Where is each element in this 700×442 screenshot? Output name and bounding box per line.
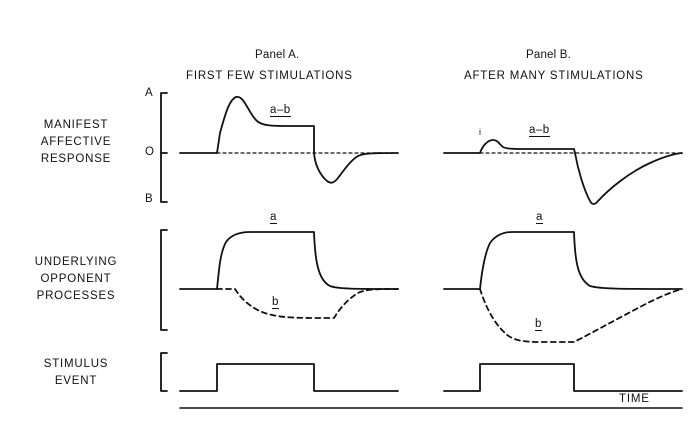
- stimulus-axis-bracket: [160, 352, 168, 392]
- panelB-process-b-curve: [479, 288, 683, 343]
- axis-label-b: B: [145, 193, 154, 205]
- panelB-title: Panel B.: [526, 49, 572, 61]
- stimulus-label-line1: STIMULUS: [43, 358, 109, 370]
- underlying-axis-bracket: [160, 229, 168, 331]
- underlying-row-label: UNDERLYING OPPONENT PROCESSES: [16, 254, 136, 305]
- panelB-process-a-curve: [443, 231, 683, 290]
- underlying-label-line3: PROCESSES: [36, 290, 116, 302]
- panelA-a-label: a: [270, 211, 277, 224]
- panelA-heading: FIRST FEW STIMULATIONS: [186, 70, 353, 82]
- axis-label-zero: O: [145, 146, 155, 158]
- panelB-heading: AFTER MANY STIMULATIONS: [464, 70, 644, 82]
- panelB-b-label: b: [535, 318, 542, 331]
- panelB-stimulus-pulse: [443, 363, 683, 392]
- manifest-label-line2: AFFECTIVE: [40, 136, 112, 148]
- underlying-label-line2: OPPONENT: [40, 273, 112, 285]
- panelA-process-b-curve: [216, 288, 399, 319]
- manifest-label-line3: RESPONSE: [40, 153, 112, 165]
- stimulus-row-label: STIMULUS EVENT: [16, 356, 136, 390]
- panelA-stimulus-pulse: [179, 363, 399, 392]
- axis-label-a: A: [145, 87, 154, 99]
- panelA-title: Panel A.: [255, 49, 300, 61]
- panelB-difference-label: a–b: [529, 124, 550, 137]
- panelA-manifest-curve: [179, 96, 399, 184]
- manifest-row-label: MANIFEST AFFECTIVE RESPONSE: [16, 117, 136, 168]
- panelB-a-label: a: [536, 211, 543, 224]
- panelA-difference-label: a–b: [270, 104, 291, 117]
- stimulus-label-line2: EVENT: [54, 375, 98, 387]
- panelB-initial-peak-label: i: [479, 127, 482, 137]
- panelA-process-a-curve: [179, 231, 399, 290]
- manifest-axis-bracket: [160, 92, 168, 203]
- underlying-label-line1: UNDERLYING: [34, 256, 118, 268]
- time-axis-label: TIME: [619, 393, 650, 405]
- manifest-label-line1: MANIFEST: [43, 119, 109, 131]
- panelB-manifest-curve: [443, 139, 683, 205]
- panelA-b-label: b: [272, 296, 279, 309]
